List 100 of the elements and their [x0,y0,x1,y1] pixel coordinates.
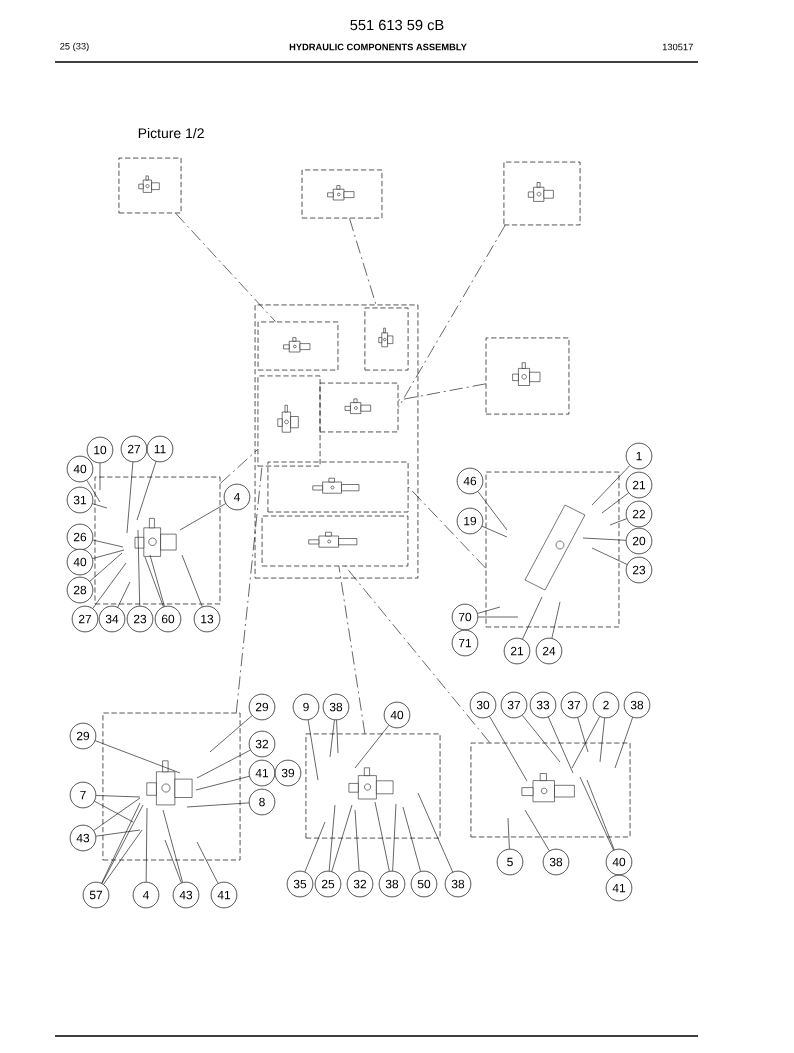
leader-line [304,821,326,873]
detail-frame [319,382,399,433]
detail-line [398,225,506,408]
callout-number: 23 [625,556,653,584]
callout-number: 37 [560,691,588,719]
callout-number: 20 [625,527,653,555]
leader-line [93,797,141,831]
detail-line [398,383,486,401]
leader-line [548,716,574,774]
leader-line [136,461,157,521]
leader-line [571,716,600,769]
callout-number: 2 [592,691,620,719]
callout-number: 40 [66,548,94,576]
callout-number: 39 [274,759,302,787]
callout-number: 40 [605,848,633,876]
detail-line [175,213,276,322]
leader-line [95,829,141,837]
callout-number: 10 [86,436,114,464]
leader-line [196,749,251,779]
detail-line [235,466,263,713]
callout-number: 70 [451,603,479,631]
detail-frame [257,321,339,371]
callout-number: 38 [322,693,350,721]
leader-line [336,719,339,754]
leader-line [524,809,550,851]
leader-line [99,462,101,491]
detail-frame [503,161,581,226]
leader-line [522,596,543,640]
detail-frame [305,733,441,839]
detail-line [408,486,486,569]
callout-number: 27 [71,605,99,633]
leader-line [195,776,250,791]
callout-number: 7 [69,781,97,809]
detail-line [349,218,378,308]
callout-number: 60 [154,605,182,633]
leader-line [609,518,627,526]
detail-frame [257,375,321,467]
page-number: 551 613 59 cB [350,19,444,31]
callout-number: 40 [66,455,94,483]
leader-line [86,480,101,503]
leader-line [354,809,360,872]
leader-line [149,554,165,607]
detail-frame [470,742,631,838]
detail-frame [301,169,383,219]
leader-line [329,719,335,758]
page-count: 25 (33) [60,42,89,52]
detail-line [220,449,258,484]
callout-number: 22 [625,500,653,528]
leader-line [164,839,182,883]
callout-number: 40 [383,701,411,729]
callout-number: 57 [82,881,110,909]
callout-number: 8 [248,788,276,816]
callout-number: 38 [444,870,472,898]
leader-line [489,716,528,782]
callout-number: 50 [410,870,438,898]
leader-line [95,740,181,774]
leader-line [92,562,127,609]
callout-number: 1 [625,442,653,470]
date-code: 130517 [662,43,693,51]
callout-number: 38 [542,848,570,876]
leader-line [145,807,148,883]
leader-line [331,804,353,872]
leader-line [179,503,226,531]
leader-line [402,806,421,872]
leader-line [137,529,140,607]
detail-frame [254,304,419,579]
leader-line [477,491,508,531]
leader-line [477,606,501,614]
callout-number: 4 [223,483,251,511]
callout-number: 19 [456,507,484,535]
callout-number: 35 [286,870,314,898]
leader-line [577,717,589,753]
leader-line [417,792,453,873]
callout-number: 46 [456,467,484,495]
callout-number: 34 [98,605,126,633]
callout-number: 26 [66,523,94,551]
callout-number: 31 [66,486,94,514]
leader-line [374,801,390,872]
header-title: HYDRAULIC COMPONENTS ASSEMBLY [289,43,467,51]
callout-number: 29 [248,693,276,721]
leader-line [591,465,631,506]
callout-number: 41 [210,881,238,909]
callout-number: 37 [500,691,528,719]
leader-line [209,715,253,753]
detail-frame [102,712,241,861]
leader-line [601,492,629,514]
callout-number: 28 [66,576,94,604]
leader-line [507,817,510,850]
detail-frame [267,461,409,513]
detail-frame [118,157,182,214]
detail-line [338,566,366,734]
leader-line [522,715,561,763]
leader-line [186,802,250,808]
callout-number: 32 [248,730,276,758]
callout-number: 38 [623,691,651,719]
callout-number: 43 [69,824,97,852]
leader-line [579,776,614,851]
leader-line [181,554,203,607]
leader-line [196,841,219,884]
callout-number: 24 [535,637,563,665]
